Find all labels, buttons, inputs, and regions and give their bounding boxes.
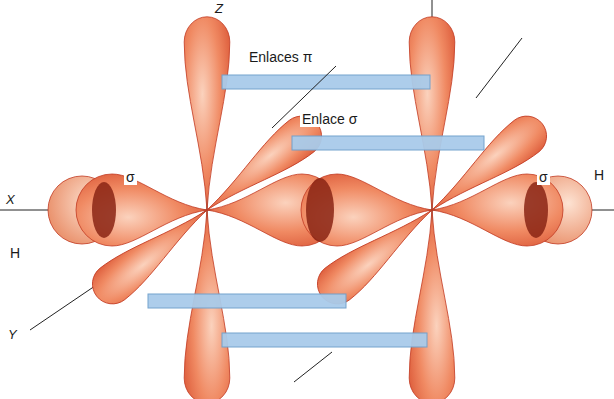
atom-label: H [592, 168, 606, 183]
atom-label: H [8, 246, 22, 261]
axis-label: Z [213, 2, 225, 16]
axis-label: Y [6, 328, 19, 342]
leader-line [272, 38, 522, 382]
bond-label: Enlace σ [300, 112, 359, 127]
axis-label: X [4, 193, 17, 207]
sigma-label: σ [124, 170, 137, 185]
pi-bond-bar [148, 75, 484, 347]
sigma-overlap [92, 178, 548, 242]
bond-label: Enlaces π [247, 50, 314, 65]
sigma-label: σ [537, 170, 550, 185]
orbital-lobes [48, 17, 592, 399]
